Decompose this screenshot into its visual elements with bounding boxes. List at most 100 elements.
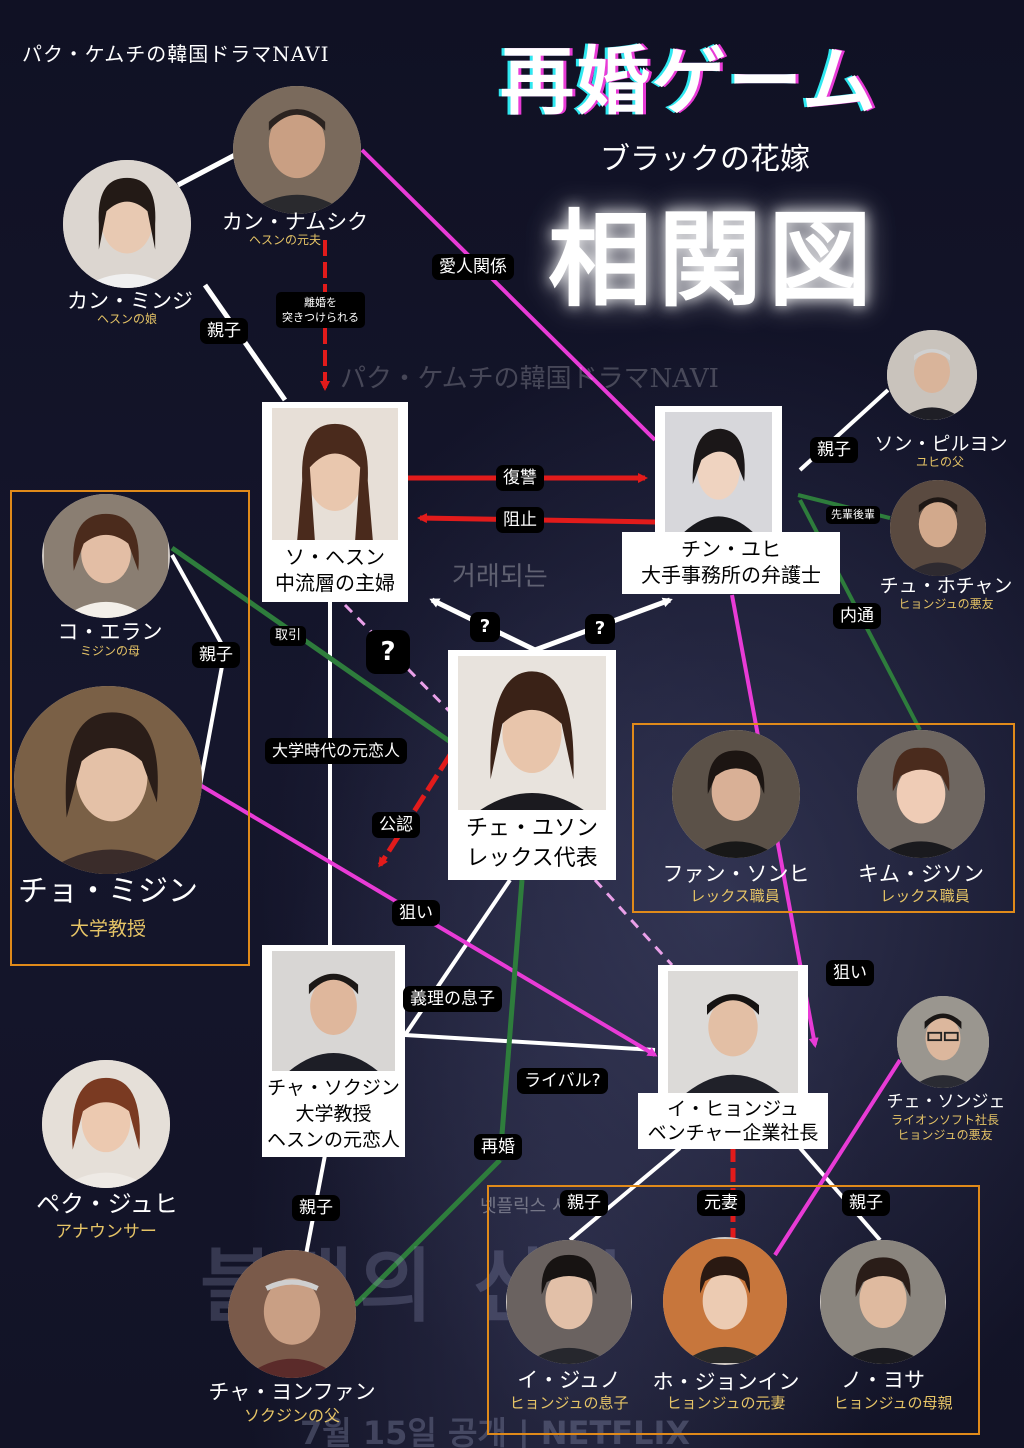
avatar-jison [857,730,985,858]
tag-parent-yosa: 親子 [842,1190,890,1216]
role-hochan: ヒョンジュの悪友 [876,597,1016,611]
role-minji: ヘスンの娘 [62,312,192,326]
line-namsik-minji [178,155,235,185]
tag-target-left: 狙い [392,900,440,926]
avatar-mijin [14,686,202,874]
avatar-sonje [897,996,989,1088]
name-yonfan: チャ・ヨンファン [196,1380,388,1404]
role-sonje-2: ヒョンジュの悪友 [880,1128,1010,1142]
page-subtitle: ブラックの花嫁 [600,134,810,178]
role-pilyong: ユヒの父 [890,455,990,469]
tag-rival: ライバル? [517,1068,608,1094]
chart-heading: 相関図 [548,175,878,326]
tag-parent-eran: 親子 [192,642,240,668]
role-yuson: レックス代表 [450,844,614,874]
name-eran: コ・エラン [30,620,190,644]
tag-deal: 取引 [270,626,306,646]
tag-parent-yonfan: 親子 [292,1195,340,1221]
tag-target-right: 狙い [826,960,874,986]
tag-block: 阻止 [496,507,544,533]
role-sokjin-1: 大学教授 [264,1101,403,1127]
name-juno: イ・ジュノ [494,1368,644,1392]
namebox-sokjin: チャ・ソクジン 大学教授 ヘスンの元恋人 [262,1071,405,1157]
line-sokjin-hyonju [405,1035,655,1050]
photo-sokjin [262,945,405,1071]
role-sonhi: レックス職員 [670,887,800,905]
tag-question-left: ? [470,612,500,642]
avatar-yonfan [228,1250,356,1378]
name-sonje: チェ・ソンジェ [876,1092,1016,1112]
name-yosa: ノ・ヨサ [818,1368,948,1392]
name-yuson: チェ・ユソン [450,814,614,844]
name-hochan: チュ・ホチャン [876,574,1016,598]
background-korean-text: 거래되는 [452,556,548,593]
page-title: 再婚ゲーム [500,22,878,129]
tag-official: 公認 [372,812,420,838]
name-jue: ペク・ジュヒ [22,1190,192,1218]
photo-yuson [448,650,616,810]
name-mijin: チョ・ミジン [18,874,198,910]
role-juno: ヒョンジュの息子 [494,1394,644,1412]
avatar-yosa [820,1240,946,1364]
namebox-yuson: チェ・ユソン レックス代表 [448,810,616,880]
role-hyesun: 中流層の主婦 [264,570,406,596]
role-sokjin-2: ヘスンの元恋人 [264,1127,403,1153]
tag-ex-wife: 元妻 [697,1190,745,1216]
role-hyonju: ベンチャー企業社長 [640,1121,826,1145]
role-sonje-1: ライオンソフト社長 [880,1113,1010,1127]
role-yosa: ヒョンジュの母親 [818,1394,968,1412]
brand-name: パク・ケムチの韓国ドラマNAVI [22,38,330,67]
role-jue: アナウンサー [36,1220,176,1244]
name-pilyong: ソン・ピルヨン [866,432,1016,456]
tag-senior: 先輩後輩 [826,506,880,524]
tag-parent-juno: 親子 [560,1190,608,1216]
avatar-minji [63,160,191,288]
photo-hyonju [658,965,808,1093]
name-jison: キム・ジソン [845,862,997,886]
photo-yuhi [655,406,782,532]
role-jongin: ヒョンジュの元妻 [656,1394,796,1412]
name-hyonju: イ・ヒョンジュ [640,1097,826,1121]
line-remarriage [500,880,522,1160]
avatar-jue [42,1060,170,1188]
tag-revenge: 復讐 [496,465,544,491]
avatar-eran [42,494,170,618]
name-jongin: ホ・ジョンイン [646,1370,806,1394]
role-namsik: ヘスンの元夫 [210,233,360,247]
avatar-hochan [890,480,986,576]
tag-insider: 内通 [833,603,881,629]
tag-ex-lover: 大学時代の元恋人 [265,738,407,764]
avatar-sonhi [672,730,800,858]
tag-divorce-text: 離婚を 突きつけられる [282,295,359,325]
name-hyesun: ソ・ヘスン [264,544,406,570]
namebox-hyesun: ソ・ヘスン 中流層の主婦 [262,540,408,602]
role-eran: ミジンの母 [45,644,175,658]
avatar-jongin [663,1237,787,1365]
role-yuhi: 大手事務所の弁護士 [624,562,838,588]
tag-parent-minji: 親子 [200,318,248,344]
photo-hyesun [262,402,408,540]
tag-question-big: ? [366,630,410,674]
watermark-text: パク・ケムチの韓国ドラマNAVI [340,358,719,395]
tag-divorce: 離婚を 突きつけられる [276,292,365,328]
role-yonfan: ソクジンの父 [222,1404,362,1428]
tag-question-right: ? [585,614,615,644]
tag-remarriage: 再婚 [474,1134,522,1160]
line-official [380,755,450,865]
avatar-pilyong [887,330,977,420]
tag-affair: 愛人関係 [432,254,514,280]
avatar-juno [506,1240,632,1364]
tag-stepson: 義理の息子 [403,986,502,1012]
namebox-hyonju: イ・ヒョンジュ ベンチャー企業社長 [638,1093,828,1149]
name-minji: カン・ミンジ [50,289,210,313]
namebox-yuhi: チン・ユヒ 大手事務所の弁護士 [622,532,840,594]
name-namsik: カン・ナムシク [210,210,380,234]
tag-parent-pilyong: 親子 [810,437,858,463]
avatar-namsik [233,86,361,214]
name-sokjin: チャ・ソクジン [264,1075,403,1101]
name-sonhi: ファン・ソンヒ [652,862,820,886]
role-jison: レックス職員 [860,887,990,905]
name-yuhi: チン・ユヒ [624,536,838,562]
role-mijin: 大学教授 [38,917,178,941]
